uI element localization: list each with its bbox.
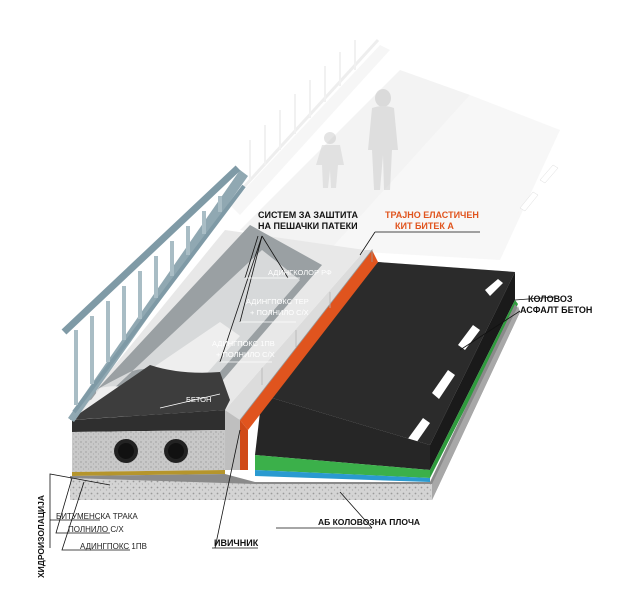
deck-slab: [70, 304, 520, 500]
label-adingpoks-1pv-line2: + ПОЛНИЛО С/Х: [216, 350, 275, 359]
front-railing: [61, 165, 248, 422]
label-ab-plocha: АБ КОЛОВОЗНА ПЛОЧА: [318, 517, 420, 527]
background-railing: [230, 38, 390, 215]
labels: СИСТЕМ ЗА ЗАШТИТА НА ПЕШАЧКИ ПАТЕКИ АДИН…: [36, 210, 592, 578]
label-kolovoz-line1: КОЛОВОЗ: [528, 294, 573, 304]
road-lane-markings: [407, 279, 503, 446]
label-sistem-line1: СИСТЕМ ЗА ЗАШТИТА: [258, 210, 358, 220]
label-kolovoz-line2: АСФАЛТ БЕТОН: [520, 305, 592, 315]
label-hidroizolacija: ХИДРОИЗОЛАЦИЈА: [36, 495, 46, 578]
label-adingpoks-1pv-legend: АДИНГПОКС 1ПВ: [80, 542, 147, 551]
label-ivichnik: ИВИЧНИК: [214, 538, 259, 548]
label-trajno-line2: КИТ БИТЕК А: [395, 221, 454, 231]
background-walkway: [240, 70, 560, 260]
label-adingkolor: АДИНГКОЛОР РФ: [268, 268, 332, 277]
asphalt-top-surface: [262, 262, 515, 445]
curb-block: [225, 248, 373, 470]
sidewalk-layers: [70, 225, 365, 432]
label-adingpoks-ter-line2: + ПОЛНИЛО С/Х: [250, 308, 309, 317]
label-adingpoks-1pv-line1: АДИНГПОКС 1ПВ: [212, 339, 275, 348]
label-adingpoks-ter-line1: АДИНГПОКС ТЕР: [246, 297, 309, 306]
white-leaders: [159, 277, 300, 409]
elastic-sealant-strip: [240, 250, 378, 470]
label-trajno-line1: ТРАЈНО ЕЛАСТИЧЕН: [385, 210, 479, 220]
label-beton: БЕТОН: [186, 395, 211, 404]
label-polnilo: ПОЛНИЛО С/Х: [68, 525, 124, 534]
label-bitumenska: БИТУМЕНСКА ТРАКА: [56, 512, 138, 521]
sidewalk-concrete-section: [72, 430, 225, 476]
pedestrians-silhouette: [316, 89, 398, 190]
leader-lines: [49, 231, 556, 551]
label-sistem-line2: НА ПЕШАЧКИ ПАТЕКИ: [258, 221, 358, 231]
far-road-markings: [519, 164, 559, 212]
